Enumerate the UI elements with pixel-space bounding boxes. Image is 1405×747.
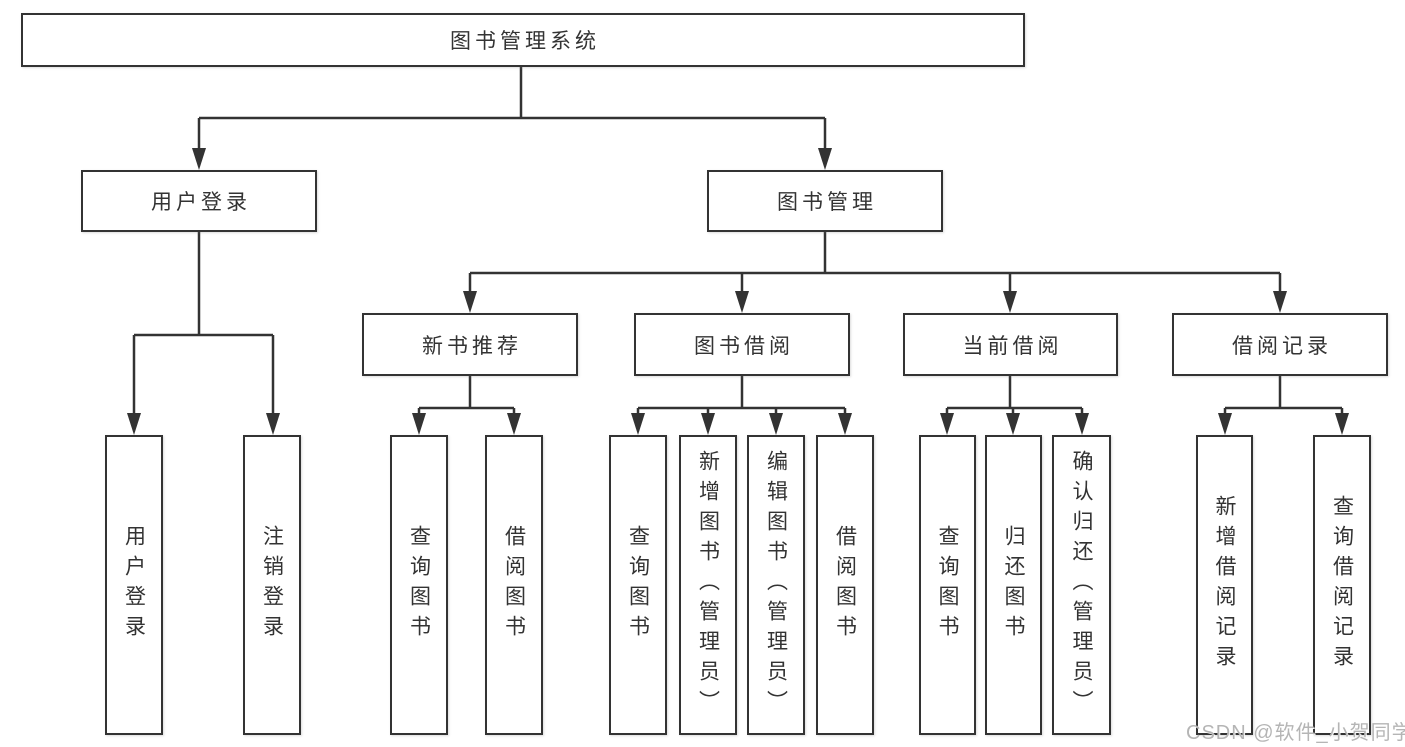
leaf-borrow-books-borrowing-label: 借阅图书 [833, 525, 857, 645]
arrow-down-icon [769, 413, 783, 435]
leaf-user-login: 用户登录 [105, 435, 163, 735]
leaf-query-books-borrowing-label: 查询图书 [626, 525, 650, 645]
node-user-login: 用户登录 [81, 170, 317, 232]
arrow-down-icon [1218, 413, 1232, 435]
leaf-query-books-current-label: 查询图书 [936, 525, 960, 645]
arrow-down-icon [266, 413, 280, 435]
arrow-down-icon [701, 413, 715, 435]
node-new-book-recommendation: 新书推荐 [362, 313, 578, 376]
arrow-down-icon [127, 413, 141, 435]
arrow-down-icon [735, 291, 749, 313]
leaf-confirm-return-admin: 确认归还（管理员） [1052, 435, 1111, 735]
node-user-login-label: 用户登录 [151, 191, 251, 214]
leaf-confirm-return-admin-label: 确认归还（管理员） [1070, 450, 1094, 720]
node-new-book-recommendation-label: 新书推荐 [422, 334, 522, 358]
leaf-borrow-books-recommend: 借阅图书 [485, 435, 543, 735]
arrow-down-icon [192, 148, 206, 170]
arrow-down-icon [1003, 291, 1017, 313]
leaf-logout-label: 注销登录 [260, 525, 284, 645]
csdn-watermark: CSDN @软件_小贺同学 [1186, 722, 1405, 744]
leaf-query-books-recommend: 查询图书 [390, 435, 448, 735]
node-book-management-label: 图书管理 [777, 191, 877, 214]
leaf-edit-book-admin: 编辑图书（管理员） [747, 435, 805, 735]
leaf-edit-book-admin-label: 编辑图书（管理员） [764, 450, 788, 720]
arrow-down-icon [818, 148, 832, 170]
leaf-add-book-admin: 新增图书（管理员） [679, 435, 737, 735]
leaf-add-borrow-record: 新增借阅记录 [1196, 435, 1253, 735]
node-current-borrowing-label: 当前借阅 [962, 334, 1063, 358]
leaf-query-books-borrowing: 查询图书 [609, 435, 667, 735]
node-borrowing-records: 借阅记录 [1172, 313, 1388, 376]
arrow-down-icon [412, 413, 426, 435]
connector-new-book-rec-to-leaves [417, 376, 516, 414]
leaf-add-borrow-record-label: 新增借阅记录 [1213, 495, 1237, 675]
node-root-label: 图书管理系统 [450, 30, 600, 53]
arrow-down-icon [1075, 413, 1089, 435]
arrow-down-icon [940, 413, 954, 435]
node-current-borrowing: 当前借阅 [903, 313, 1118, 376]
connector-book-borrow-to-leaves [636, 376, 847, 414]
leaf-logout: 注销登录 [243, 435, 301, 735]
connector-user-login-to-leaves [132, 232, 275, 414]
arrow-down-icon [463, 291, 477, 313]
connector-root-to-level2 [197, 67, 827, 150]
leaf-query-books-current: 查询图书 [919, 435, 976, 735]
arrow-down-icon [1335, 413, 1349, 435]
connector-current-borrow-to-leaves [945, 376, 1084, 414]
leaf-return-book-label: 归还图书 [1002, 525, 1026, 645]
arrow-down-icon [507, 413, 521, 435]
leaf-add-book-admin-label: 新增图书（管理员） [696, 450, 720, 720]
arrowheads [127, 148, 1349, 435]
leaf-query-borrow-record: 查询借阅记录 [1313, 435, 1371, 735]
leaf-query-borrow-record-label: 查询借阅记录 [1330, 495, 1354, 675]
connector-borrow-records-to-leaves [1223, 376, 1344, 414]
node-root: 图书管理系统 [21, 13, 1025, 67]
leaf-user-login-label: 用户登录 [122, 525, 146, 645]
arrow-down-icon [1273, 291, 1287, 313]
node-borrowing-records-label: 借阅记录 [1232, 334, 1332, 358]
leaf-borrow-books-recommend-label: 借阅图书 [502, 525, 526, 645]
node-book-borrowing-label: 图书借阅 [694, 334, 794, 358]
node-book-management: 图书管理 [707, 170, 943, 232]
arrow-down-icon [631, 413, 645, 435]
leaf-borrow-books-borrowing: 借阅图书 [816, 435, 874, 735]
node-book-borrowing: 图书借阅 [634, 313, 850, 376]
arrow-down-icon [838, 413, 852, 435]
leaf-query-books-recommend-label: 查询图书 [407, 525, 431, 645]
leaf-return-book: 归还图书 [985, 435, 1042, 735]
connector-book-mgmt-to-level3 [468, 232, 1282, 292]
arrow-down-icon [1006, 413, 1020, 435]
